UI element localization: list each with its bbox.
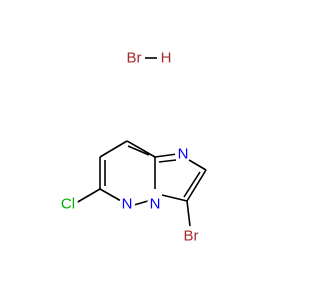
atom-n-pyridazine: N xyxy=(122,196,133,213)
bond-c8a-n3-inner xyxy=(158,159,177,163)
salt-br-label: Br xyxy=(127,50,142,67)
n-bridge-bg xyxy=(147,196,163,212)
bond-c6-n1 xyxy=(99,188,122,202)
br-bg xyxy=(181,226,201,246)
molecule-structure: Br H N N N Cl Br xyxy=(58,49,207,246)
salt-h-label: H xyxy=(161,50,172,67)
bond-n3-c2 xyxy=(188,159,207,171)
atom-n-bridgehead: N xyxy=(150,196,161,213)
atom-br: Br xyxy=(184,228,199,245)
bond-c6-cl xyxy=(75,188,101,204)
bond-layer xyxy=(75,140,207,227)
cl-bg xyxy=(58,194,78,214)
bond-c3-br xyxy=(186,200,191,227)
atom-cl: Cl xyxy=(61,196,75,213)
bond-c3-n4 xyxy=(161,194,188,202)
bond-c8a-c8 xyxy=(126,140,156,158)
atom-n-imidazole: N xyxy=(178,146,189,163)
n-imidazole-bg xyxy=(175,146,191,162)
bond-c2-c3 xyxy=(186,169,207,202)
bond-c2-c3-inner xyxy=(183,171,201,198)
bond-c8-c7 xyxy=(99,140,128,158)
bond-c8a-n3 xyxy=(154,153,178,158)
hbr-salt: Br H xyxy=(127,50,172,67)
bond-n1-n4 xyxy=(133,200,149,206)
bond-c8a-c8-inner xyxy=(127,145,150,156)
n-pyridazine-bg xyxy=(119,196,135,212)
atom-labels: N N N Cl Br xyxy=(58,146,201,246)
